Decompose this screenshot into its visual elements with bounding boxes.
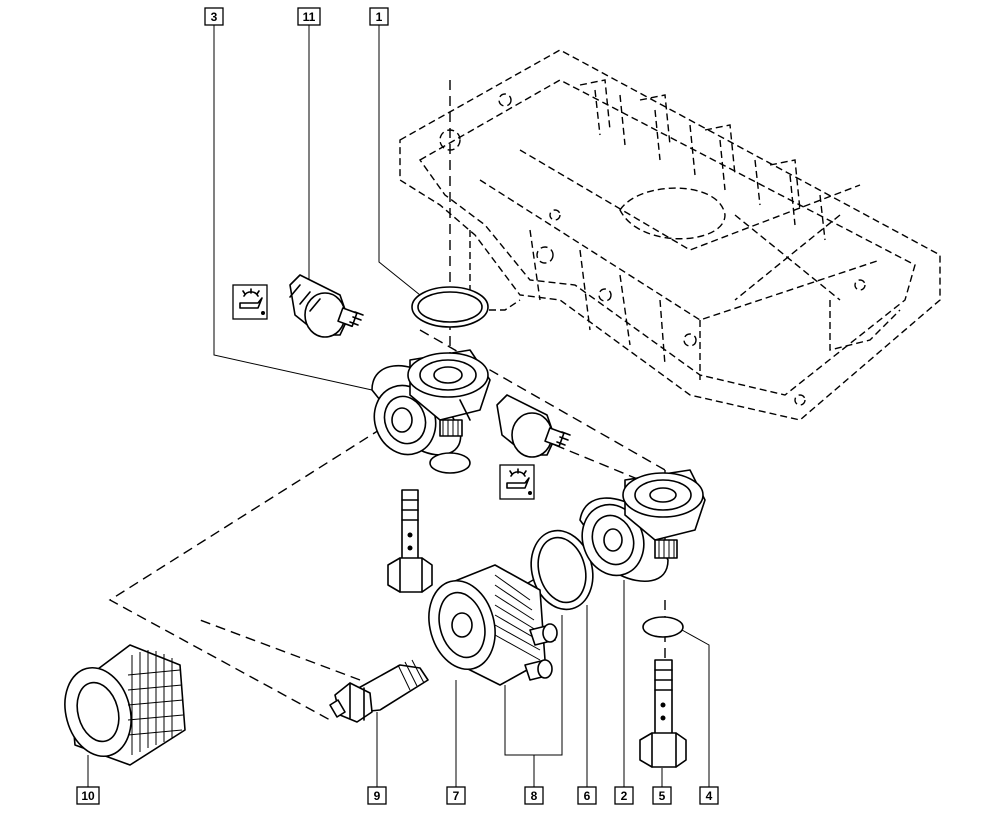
small-o-ring-upper [429, 452, 471, 474]
svg-text:4: 4 [706, 789, 713, 803]
pressure-switch-lower [496, 394, 571, 458]
svg-text:10: 10 [81, 789, 95, 803]
leader-lines [87, 25, 710, 787]
callout-10: 10 [76, 786, 100, 805]
svg-text:3: 3 [211, 10, 218, 24]
svg-text:7: 7 [453, 789, 460, 803]
callout-5: 5 [652, 786, 672, 805]
hollow-bolt-upper [387, 489, 433, 593]
callout-4: 4 [699, 786, 719, 805]
part-9-threaded-union [329, 659, 429, 723]
svg-text:5: 5 [659, 789, 666, 803]
part-7-oil-cooler [428, 564, 558, 686]
callout-1: 1 [369, 7, 389, 26]
oil-pressure-symbol-icon [499, 464, 535, 500]
callout-8: 8 [524, 786, 544, 805]
svg-text:9: 9 [374, 789, 381, 803]
callout-3: 3 [204, 7, 224, 26]
part-4-o-ring [642, 616, 684, 638]
part-10-oil-filter [64, 644, 186, 766]
part-3-filter-support [371, 349, 491, 456]
part-5-hollow-bolt [639, 659, 687, 768]
svg-text:2: 2 [621, 789, 628, 803]
part-1-o-ring [411, 286, 489, 328]
callout-11: 11 [297, 7, 321, 26]
svg-text:6: 6 [584, 789, 591, 803]
part-2-filter-support [579, 469, 706, 582]
callout-7: 7 [446, 786, 466, 805]
svg-text:1: 1 [376, 10, 383, 24]
callout-2: 2 [614, 786, 634, 805]
part-11-pressure-switch [289, 274, 364, 338]
svg-text:8: 8 [531, 789, 538, 803]
svg-text:11: 11 [303, 10, 316, 24]
callout-9: 9 [367, 786, 387, 805]
callout-6: 6 [577, 786, 597, 805]
oil-pressure-symbol-icon [232, 284, 268, 320]
